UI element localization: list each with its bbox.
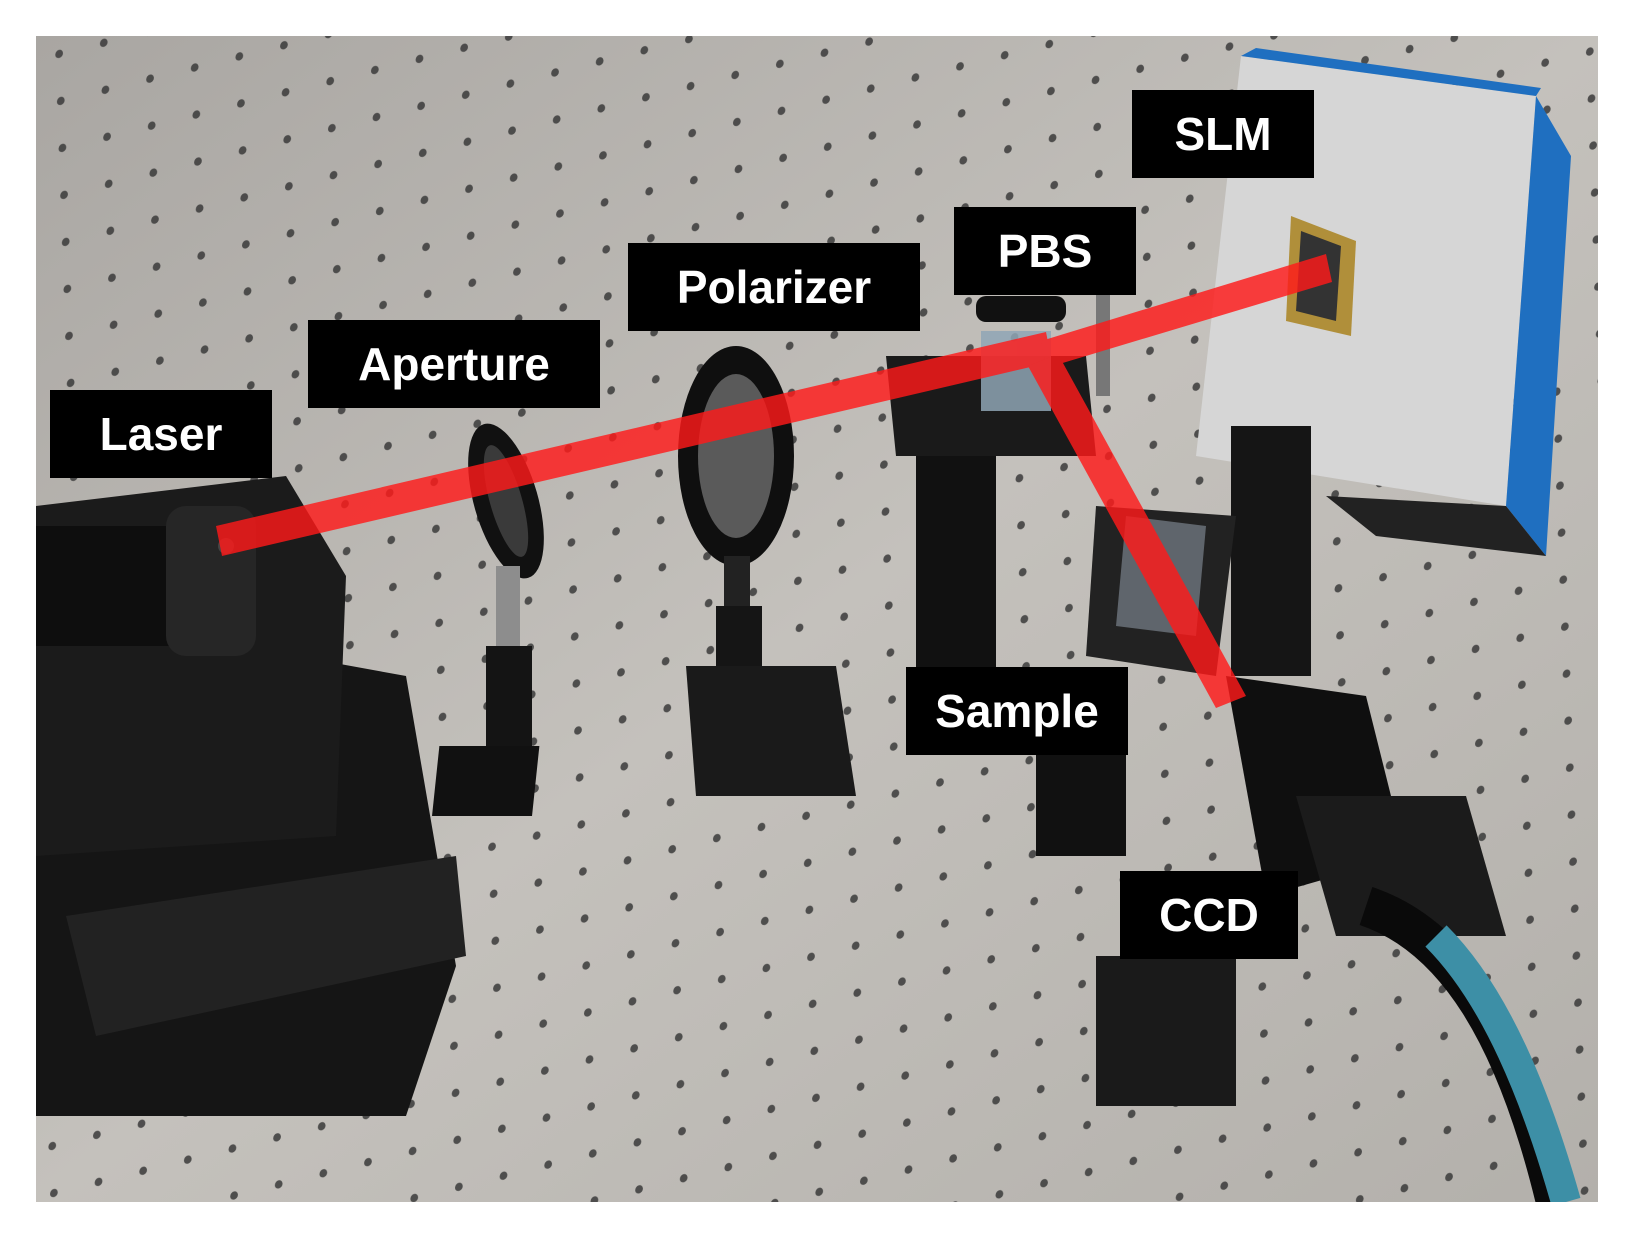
laser-assembly: [36, 476, 466, 1116]
label-sample: Sample: [906, 667, 1128, 755]
laser-beam: [216, 254, 1332, 708]
optical-setup-photo: [36, 36, 1598, 1202]
label-slm: SLM: [1132, 90, 1314, 178]
label-ccd: CCD: [1120, 871, 1298, 959]
label-aperture: Aperture: [308, 320, 600, 408]
label-polarizer: Polarizer: [628, 243, 920, 331]
aperture-mount: [432, 423, 544, 816]
ccd-camera: [1096, 676, 1581, 1202]
label-pbs: PBS: [954, 207, 1136, 295]
label-laser: Laser: [50, 390, 272, 478]
